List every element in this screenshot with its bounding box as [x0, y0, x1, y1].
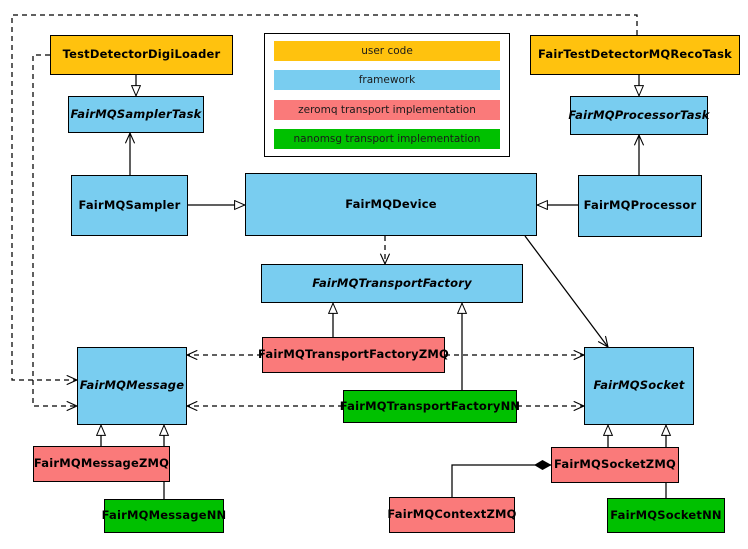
- class-node-label: FairTestDetectorMQRecoTask: [538, 47, 732, 62]
- class-node-label: FairMQMessageNN: [101, 508, 227, 523]
- class-node-fairmqprocessortask[interactable]: FairMQProcessorTask: [568, 96, 710, 135]
- legend-panel: user code framework zeromq transport imp…: [264, 33, 510, 157]
- class-node-fairmqmessage[interactable]: FairMQMessage: [77, 347, 187, 425]
- class-node-label: FairMQSampler: [78, 197, 181, 212]
- class-node-label: FairMQProcessor: [583, 198, 697, 213]
- class-node-fairmqsamplertask[interactable]: FairMQSamplerTask: [68, 96, 204, 133]
- class-node-fairmqtransportfactorynn[interactable]: FairMQTransportFactoryNN: [340, 390, 520, 423]
- class-node-testdetectordigiloader[interactable]: TestDetectorDigiLoader: [50, 35, 233, 75]
- legend-item-user-code: user code: [274, 41, 500, 61]
- class-node-label: FairMQSamplerTask: [70, 106, 202, 121]
- edge-recotask-to-message: [11, 14, 638, 380]
- legend-item-framework: framework: [274, 70, 500, 91]
- class-node-fairmqsocketzmq[interactable]: FairMQSocketZMQ: [551, 447, 679, 483]
- class-node-fairmqdevice[interactable]: FairMQDevice: [245, 173, 537, 236]
- class-node-fairmqmessagenn[interactable]: FairMQMessageNN: [101, 499, 227, 533]
- edge-device-to-socket: [524, 235, 608, 347]
- class-node-label: FairMQMessage: [79, 378, 185, 393]
- class-node-fairmqsampler[interactable]: FairMQSampler: [71, 175, 188, 236]
- edge-contextzmq-to-socketzmq: [451, 465, 551, 497]
- class-node-fairmqmessagezmq[interactable]: FairMQMessageZMQ: [33, 446, 170, 482]
- class-node-label: FairMQContextZMQ: [387, 507, 517, 522]
- class-node-label: FairMQMessageZMQ: [33, 456, 170, 471]
- class-node-label: FairMQSocketNN: [610, 507, 722, 522]
- class-node-fairmqcontextzmq[interactable]: FairMQContextZMQ: [387, 497, 517, 533]
- class-node-fairtestdetectormqrecotask[interactable]: FairTestDetectorMQRecoTask: [530, 35, 740, 75]
- class-node-label: FairMQTransportFactoryZMQ: [258, 347, 450, 362]
- legend-item-nanomsg: nanomsg transport implementation: [274, 128, 500, 149]
- class-node-label: FairMQProcessorTask: [568, 107, 710, 122]
- class-node-label: FairMQTransportFactory: [312, 275, 472, 290]
- class-node-label: FairMQTransportFactoryNN: [339, 398, 521, 413]
- class-node-label: TestDetectorDigiLoader: [62, 47, 221, 62]
- class-node-label: FairMQSocketZMQ: [554, 457, 676, 472]
- class-node-fairmqsocket[interactable]: FairMQSocket: [584, 347, 694, 425]
- class-node-fairmqsocketnn[interactable]: FairMQSocketNN: [607, 498, 725, 533]
- class-node-fairmqtransportfactory[interactable]: FairMQTransportFactory: [261, 264, 523, 303]
- class-node-label: FairMQDevice: [345, 196, 437, 211]
- class-node-fairmqprocessor[interactable]: FairMQProcessor: [578, 175, 702, 237]
- class-node-label: FairMQSocket: [593, 378, 685, 393]
- legend-item-zeromq: zeromq transport implementation: [274, 99, 500, 120]
- edge-digiloader-to-message: [32, 54, 77, 406]
- class-node-fairmqtransportfactoryzmq[interactable]: FairMQTransportFactoryZMQ: [258, 337, 449, 373]
